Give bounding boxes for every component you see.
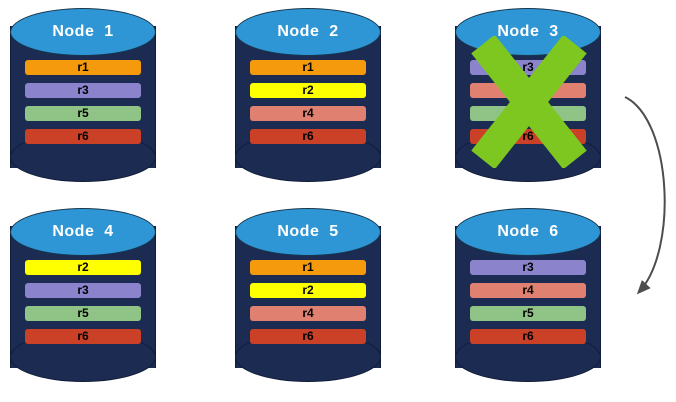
node-1-label: Node 1: [52, 23, 114, 40]
replica-bar: r2: [250, 83, 366, 98]
replica-bar: r3: [25, 283, 141, 298]
replica-bar: r2: [250, 283, 366, 298]
node-4[interactable]: Node 4 r2 r3 r5 r6: [10, 208, 156, 386]
node-5[interactable]: Node 5 r1 r2 r4 r6: [235, 208, 381, 386]
replica-bar: r1: [250, 60, 366, 75]
node-3-replica-list: r3 r4 r5 r6: [455, 60, 601, 152]
node-6-replica-list: r3 r4 r5 r6: [455, 260, 601, 352]
replica-bar: r3: [470, 60, 586, 75]
node-4-label: Node 4: [52, 223, 114, 240]
node-6-top: [455, 208, 601, 256]
replica-bar: r4: [250, 106, 366, 121]
replica-bar: r5: [25, 106, 141, 121]
node-5-top: [235, 208, 381, 256]
replica-bar: r5: [470, 106, 586, 121]
node-2[interactable]: Node 2 r1 r2 r4 r6: [235, 8, 381, 186]
node-2-top: [235, 8, 381, 56]
replica-bar: r1: [25, 60, 141, 75]
replica-bar: r3: [470, 260, 586, 275]
replica-bar: r3: [25, 83, 141, 98]
node-1-replica-list: r1 r3 r5 r6: [10, 60, 156, 152]
replica-bar: r6: [470, 129, 586, 144]
node-5-label: Node 5: [277, 223, 339, 240]
node-3[interactable]: Node 3 r3 r4 r5 r6: [455, 8, 601, 186]
node-2-replica-list: r1 r2 r4 r6: [235, 60, 381, 152]
replica-bar: r6: [25, 129, 141, 144]
node-2-label: Node 2: [277, 23, 339, 40]
replica-bar: r2: [25, 260, 141, 275]
node-1[interactable]: Node 1 r1 r3 r5 r6: [10, 8, 156, 186]
node-6[interactable]: Node 6 r3 r4 r5 r6: [455, 208, 601, 386]
node-5-replica-list: r1 r2 r4 r6: [235, 260, 381, 352]
replica-bar: r5: [470, 306, 586, 321]
node-4-replica-list: r2 r3 r5 r6: [10, 260, 156, 352]
replica-bar: r6: [250, 329, 366, 344]
node-6-label: Node 6: [497, 223, 559, 240]
replica-bar: r4: [250, 306, 366, 321]
replica-bar: r4: [470, 83, 586, 98]
node-4-top: [10, 208, 156, 256]
replica-bar: r1: [250, 260, 366, 275]
replica-bar: r6: [470, 329, 586, 344]
replica-bar: r6: [25, 329, 141, 344]
replica-bar: r5: [25, 306, 141, 321]
node-1-top: [10, 8, 156, 56]
node-3-label: Node 3: [497, 23, 559, 40]
replica-bar: r6: [250, 129, 366, 144]
replica-bar: r4: [470, 283, 586, 298]
